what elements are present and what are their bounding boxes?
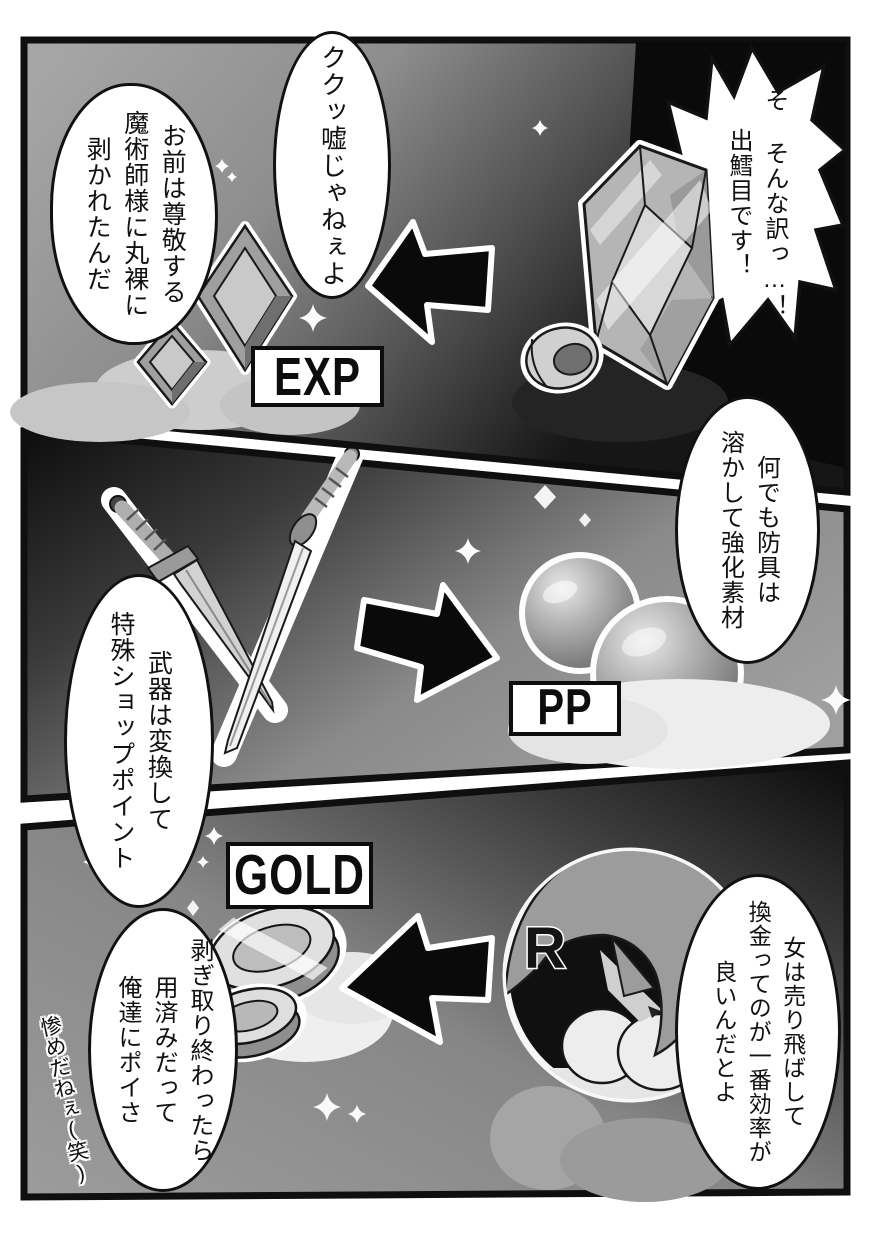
speech-bubble-denial: そ そんな訳っ…！ 出鱈目です！ bbox=[690, 82, 822, 324]
gold-label: GOLD bbox=[226, 842, 373, 909]
speech-text: 何でも防具は 溶かして強化素材 bbox=[716, 430, 780, 630]
speech-text: 剥ぎ取り終わったら 用済みだって 俺達にポイさ bbox=[114, 937, 213, 1163]
speech-bubble-weapons: 武器は変換して 特殊ショップポイント bbox=[64, 574, 214, 908]
circle-letter: R bbox=[524, 916, 566, 981]
pp-label-text: PP bbox=[537, 679, 593, 737]
exp-label-text: EXP bbox=[273, 345, 362, 406]
ring-icon bbox=[520, 322, 604, 394]
speech-bubble-sell: 女は売り飛ばして 換金ってのが一番効率が 良いんだとよ bbox=[675, 874, 841, 1190]
panel-2 bbox=[20, 427, 851, 871]
gold-label-text: GOLD bbox=[233, 843, 366, 907]
speech-text: そ そんな訳っ…！ 出鱈目です！ bbox=[725, 87, 788, 319]
speech-bubble-discard: 剥ぎ取り終わったら 用済みだって 俺達にポイさ bbox=[88, 908, 238, 1192]
panel-1 bbox=[10, 36, 851, 496]
crystal-icon bbox=[578, 140, 719, 390]
speech-text: ククッ嘘じゃねぇよ bbox=[317, 43, 348, 287]
sparkles-panel3 bbox=[187, 827, 366, 1123]
speech-text: 女は売り飛ばして 換金ってのが一番効率が 良いんだとよ bbox=[710, 900, 806, 1164]
speech-bubble-armor: 何でも防具は 溶かして強化素材 bbox=[675, 396, 820, 664]
gem-diamonds-icon bbox=[133, 221, 297, 409]
sparkles-panel1 bbox=[215, 120, 548, 332]
speech-bubble-stripped: お前は尊敬する 魔術師様に丸裸に 剥かれたんだ bbox=[50, 83, 218, 345]
arrow-left-icon bbox=[339, 913, 495, 1045]
pp-label: PP bbox=[509, 679, 621, 737]
shadow-blob bbox=[560, 1118, 730, 1202]
exp-label: EXP bbox=[251, 346, 384, 407]
speech-bubble-chuckle: ククッ嘘じゃねぇよ bbox=[273, 31, 391, 299]
speech-text: お前は尊敬する 魔術師様に丸裸に 剥かれたんだ bbox=[83, 110, 187, 318]
arrow-left-icon bbox=[365, 219, 495, 345]
speech-text: 武器は変換して 特殊ショップポイント bbox=[107, 611, 173, 871]
orbs-icon bbox=[508, 552, 830, 769]
arrow-right-icon bbox=[354, 582, 500, 703]
